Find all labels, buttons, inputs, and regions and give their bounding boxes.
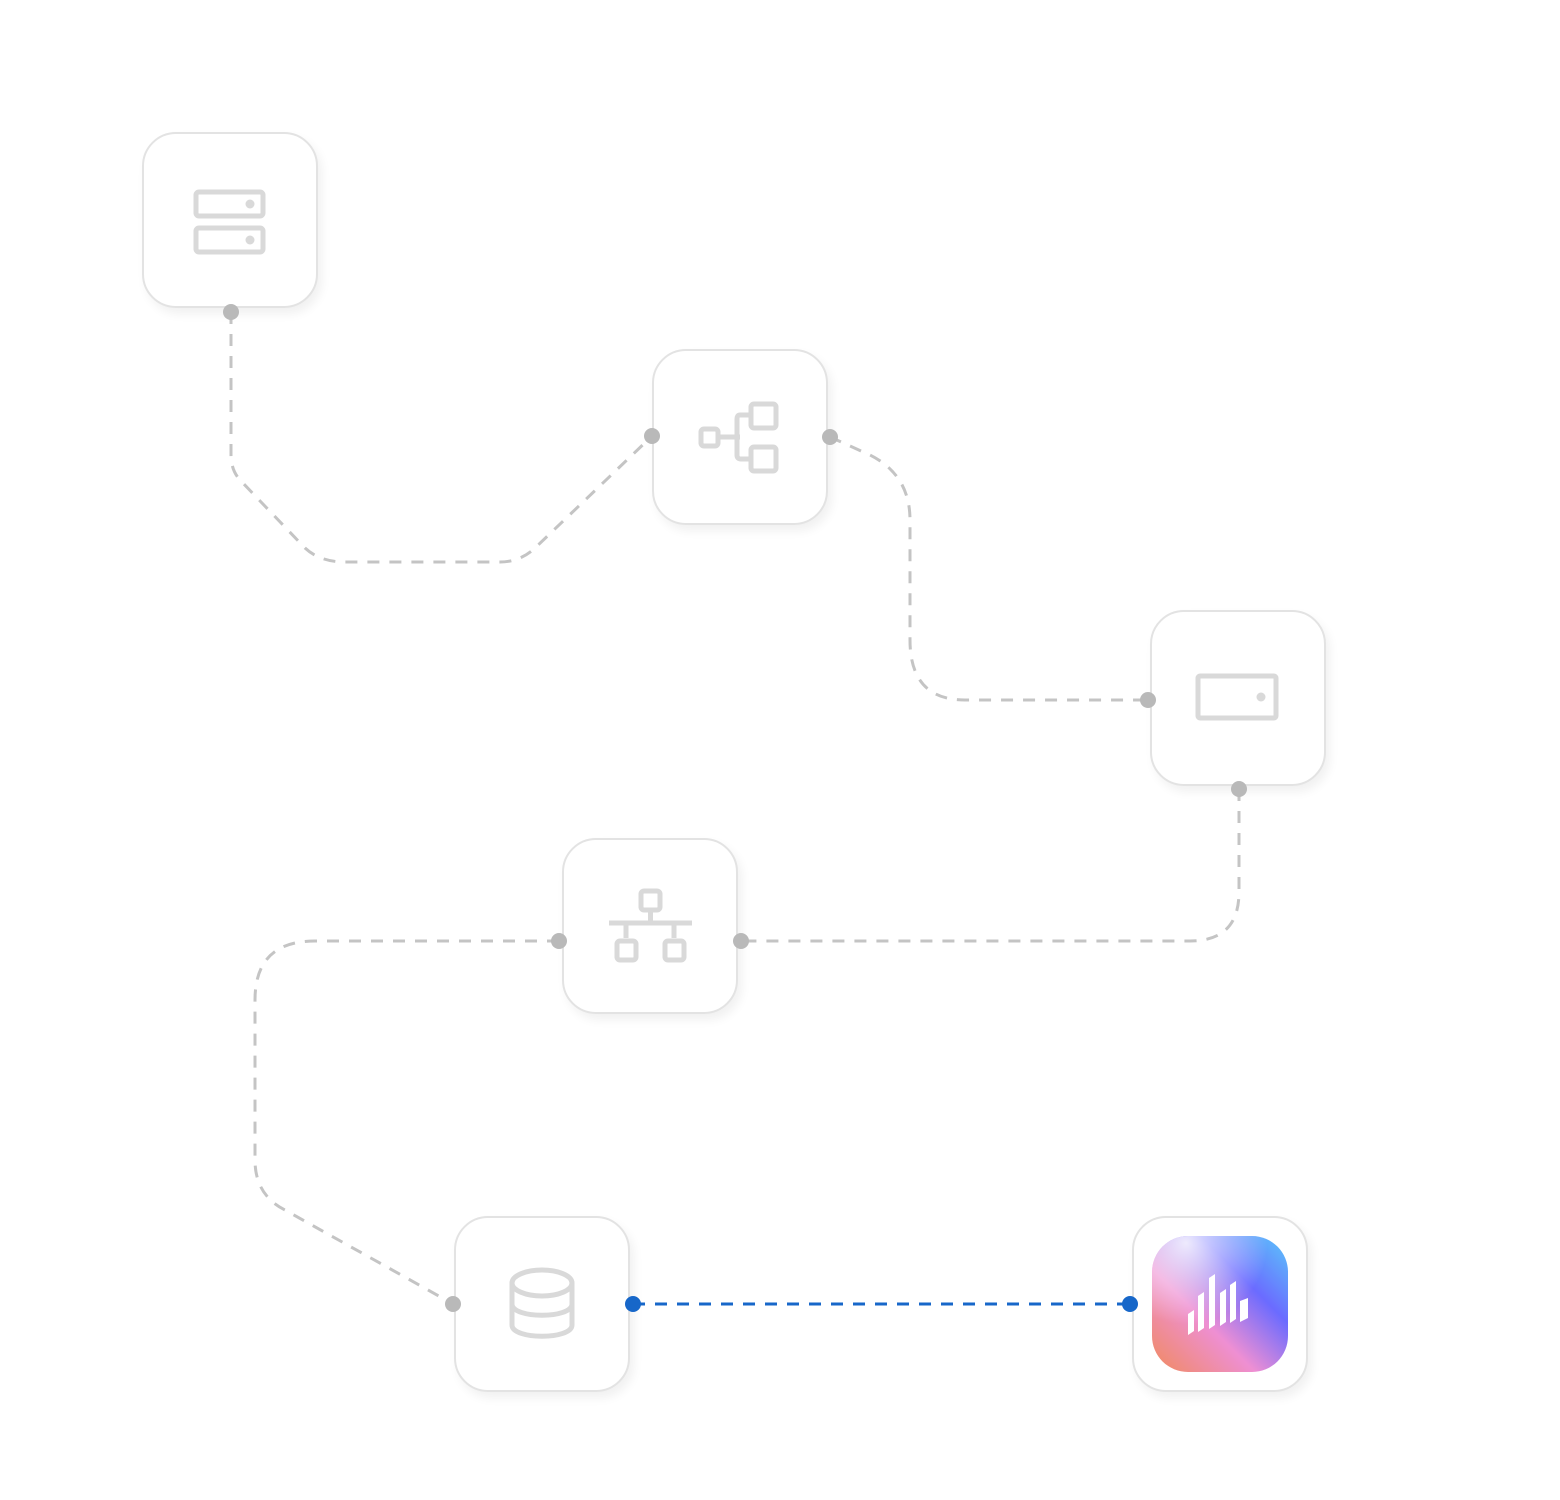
- node-storage-server[interactable]: [142, 132, 318, 308]
- network-topology-icon: [605, 886, 695, 966]
- connector-server-to-hierarchy: [229, 312, 654, 564]
- node-analytics-app[interactable]: [1132, 1216, 1308, 1392]
- node-database[interactable]: [454, 1216, 630, 1392]
- bar-chart-glyph: [1188, 1274, 1248, 1335]
- server-rack-icon: [190, 184, 270, 256]
- port-network-out[interactable]: [551, 933, 567, 949]
- port-hierarchy-in[interactable]: [644, 428, 660, 444]
- port-app-in[interactable]: [1122, 1296, 1138, 1312]
- hierarchy-tree-icon: [695, 397, 785, 477]
- port-drive-out[interactable]: [1231, 781, 1247, 797]
- node-network[interactable]: [562, 838, 738, 1014]
- port-database-out[interactable]: [625, 1296, 641, 1312]
- hard-drive-icon: [1193, 670, 1283, 726]
- connector-drive-to-network: [741, 789, 1241, 943]
- connector-hierarchy-to-drive: [829, 435, 1148, 702]
- database-icon: [506, 1265, 578, 1343]
- port-network-in[interactable]: [733, 933, 749, 949]
- node-hierarchy[interactable]: [652, 349, 828, 525]
- connector-network-to-database: [253, 939, 559, 1306]
- node-drive[interactable]: [1150, 610, 1326, 786]
- port-hierarchy-out[interactable]: [822, 429, 838, 445]
- port-server-out[interactable]: [223, 304, 239, 320]
- port-database-in[interactable]: [445, 1296, 461, 1312]
- analytics-app-logo: [1152, 1236, 1288, 1372]
- port-drive-in[interactable]: [1140, 692, 1156, 708]
